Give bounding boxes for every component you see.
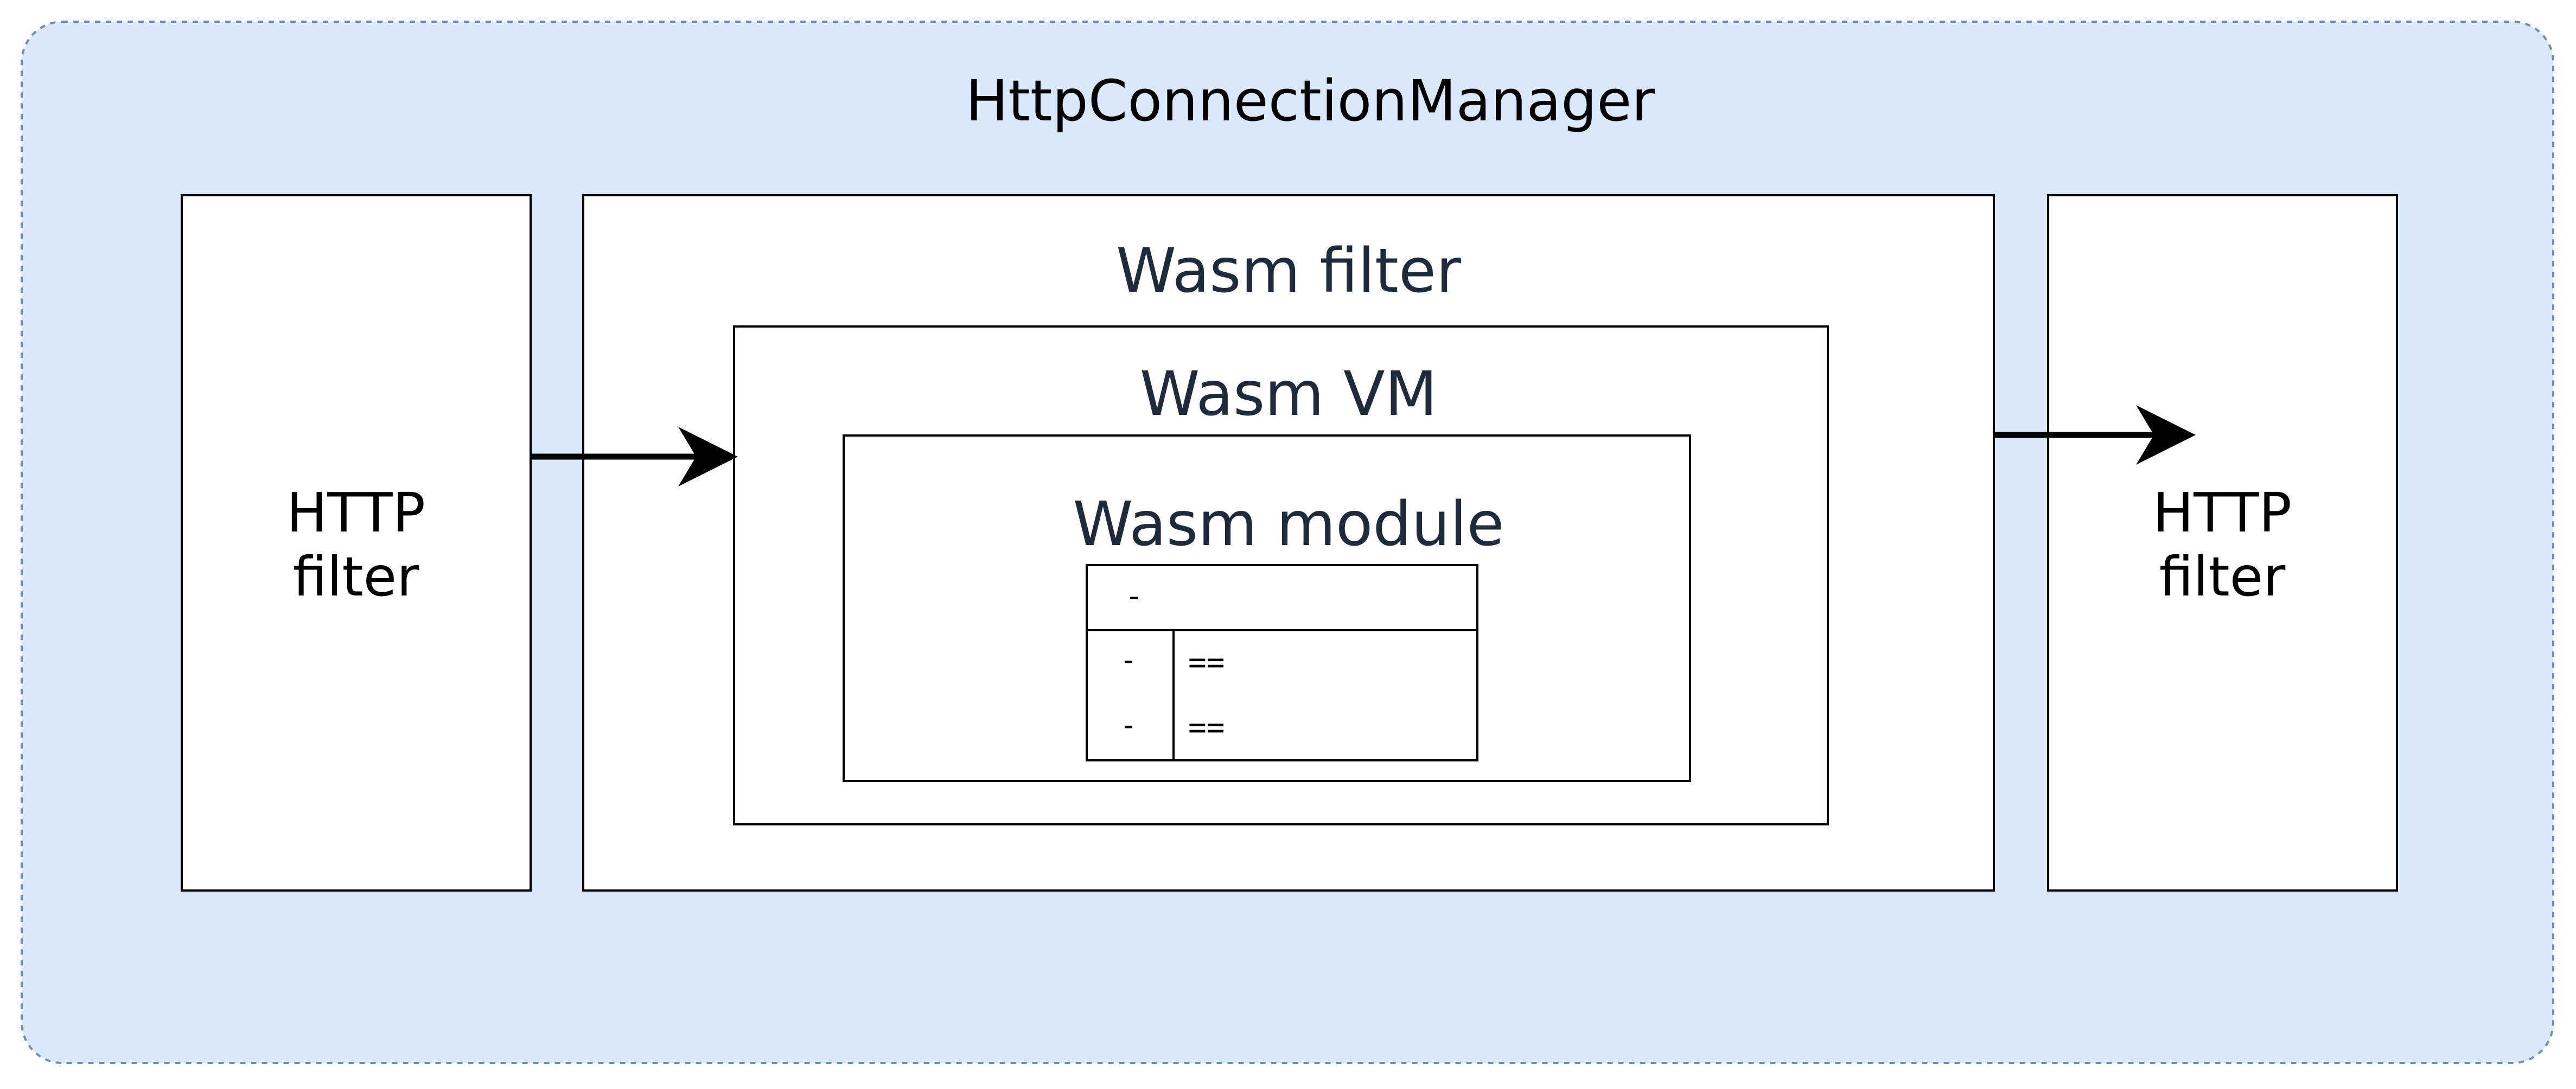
module-table-frame bbox=[1086, 564, 1478, 761]
module-table-row-1-value: == bbox=[1188, 645, 1225, 680]
module-table-header: - bbox=[1125, 579, 1143, 614]
right-http-filter-label-line2: filter bbox=[2159, 545, 2286, 608]
module-table-row-2-value: == bbox=[1188, 710, 1225, 745]
wasm-filter-label: Wasm filter bbox=[1116, 236, 1462, 306]
right-http-filter-label-line1: HTTP bbox=[2153, 481, 2292, 544]
container-title: HttpConnectionManager bbox=[966, 68, 1655, 134]
left-http-filter: HTTP filter bbox=[181, 194, 532, 892]
left-http-filter-label-line2: filter bbox=[293, 545, 420, 608]
right-http-filter-box bbox=[2047, 194, 2398, 892]
wasm-module-label: Wasm module bbox=[1073, 489, 1504, 560]
wasm-vm-label: Wasm VM bbox=[1140, 359, 1438, 430]
left-http-filter-box bbox=[181, 194, 532, 892]
module-table-row-2-key: - bbox=[1119, 708, 1138, 743]
module-table-row-1-key: - bbox=[1119, 643, 1138, 678]
left-http-filter-label-line1: HTTP bbox=[286, 481, 425, 544]
module-table: - - == - == bbox=[1086, 564, 1478, 761]
right-http-filter: HTTP filter bbox=[2047, 194, 2398, 892]
